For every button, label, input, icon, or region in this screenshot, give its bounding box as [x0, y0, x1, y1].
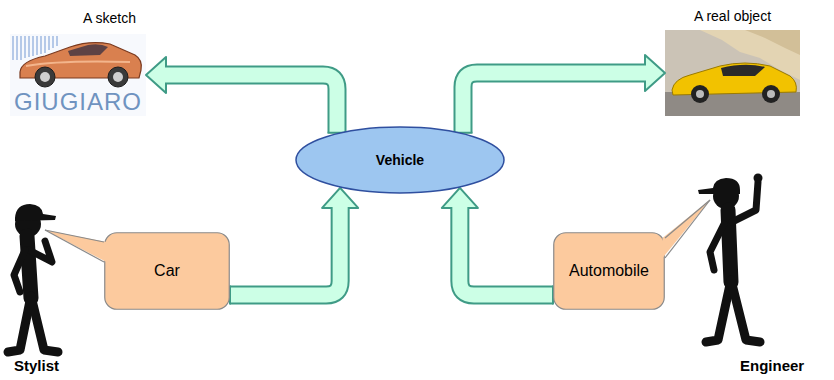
- image-caption: A real object: [694, 8, 771, 24]
- arrow-body: [231, 205, 340, 295]
- bubble-tail: [45, 230, 107, 262]
- sketch-image: A sketchGIUGIARO: [10, 10, 146, 116]
- speech-bubble: Car: [104, 232, 230, 310]
- block-arrow: [442, 188, 553, 305]
- sketch-picture: [10, 34, 146, 116]
- arrow-outline: [166, 75, 337, 133]
- arrow-body: [460, 205, 552, 295]
- watermark-text: GIUGIARO: [14, 88, 142, 116]
- term-label: Car: [154, 262, 180, 280]
- block-arrow: [230, 188, 358, 305]
- image-caption: A sketch: [83, 10, 146, 26]
- engineer-figure: [698, 174, 763, 343]
- arrow-outline: [463, 73, 645, 133]
- stylist-figure: [8, 204, 58, 352]
- role-label: Stylist: [14, 357, 59, 374]
- arrow-body: [163, 75, 337, 132]
- concept-ellipse: Vehicle: [295, 126, 505, 194]
- ellipse-outline: [296, 127, 504, 193]
- arrow-body: [463, 73, 648, 132]
- photo-image: A real object: [665, 8, 800, 116]
- arrow-outline: [230, 208, 340, 295]
- bubble-body: [105, 233, 230, 310]
- car-photo: [665, 30, 800, 116]
- speech-bubble: Automobile: [553, 232, 665, 310]
- bubble-tail: [663, 200, 711, 258]
- bubble-body: [554, 233, 665, 310]
- block-arrow: [146, 57, 347, 133]
- role-label: Engineer: [740, 357, 804, 374]
- block-arrow: [454, 55, 666, 133]
- term-label: Automobile: [569, 262, 649, 280]
- concept-label: Vehicle: [376, 152, 424, 168]
- arrow-outline: [460, 208, 553, 295]
